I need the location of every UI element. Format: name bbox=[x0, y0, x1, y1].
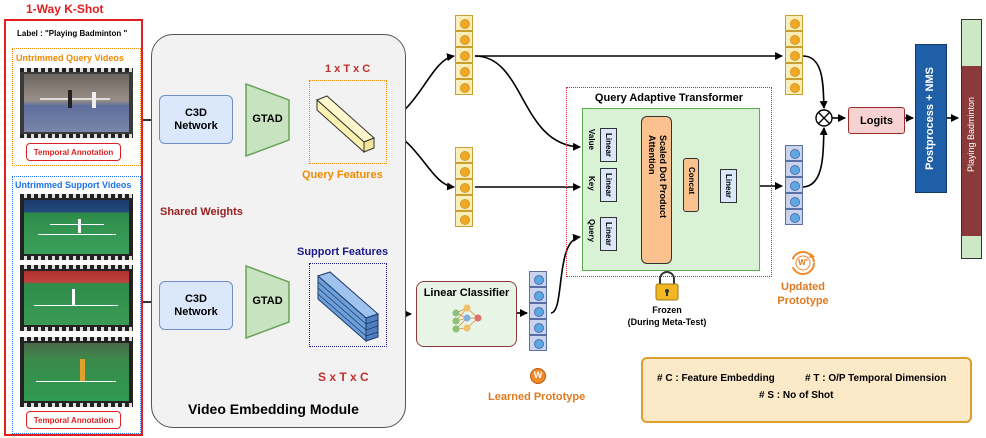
vector-cell bbox=[785, 145, 803, 161]
support-video-thumbnail-3 bbox=[20, 337, 133, 407]
gtad-support-block bbox=[245, 264, 290, 340]
vector-cell bbox=[785, 177, 803, 193]
support-videos-title: Untrimmed Support Videos bbox=[15, 180, 132, 190]
support-features-label: Support Features bbox=[297, 246, 389, 258]
support-videos-box bbox=[12, 176, 141, 434]
query-annotation-badge: Temporal Annotation bbox=[26, 143, 121, 161]
vector-cell bbox=[455, 195, 473, 211]
learned-prototype-w: W bbox=[533, 370, 543, 380]
support-set-panel bbox=[4, 19, 143, 436]
label-text: Label : "Playing Badminton " bbox=[17, 29, 128, 38]
legend-s: # S : No of Shot bbox=[759, 390, 834, 401]
vector-cell bbox=[455, 31, 473, 47]
support-dim-label: S x T x C bbox=[318, 370, 369, 384]
frozen-sublabel: (During Meta-Test) bbox=[627, 317, 707, 327]
query-videos-title: Untrimmed Query Videos bbox=[16, 53, 124, 63]
vector-cell bbox=[785, 209, 803, 225]
vector-cell bbox=[785, 47, 803, 63]
postprocess-nms-block: Postprocess + NMS bbox=[915, 44, 947, 193]
vector-cell bbox=[455, 179, 473, 195]
gtad-support-label: GTAD bbox=[252, 295, 283, 307]
c3d-network-query: C3D Network bbox=[159, 95, 233, 144]
vector-cell bbox=[529, 319, 547, 335]
vector-cell bbox=[455, 63, 473, 79]
query-dim-label: 1 x T x C bbox=[325, 63, 371, 75]
linear-query-block: Linear bbox=[600, 217, 617, 251]
learned-prototype-label: Learned Prototype bbox=[488, 391, 586, 403]
vector-cell bbox=[785, 31, 803, 47]
concat-block: Concat bbox=[683, 158, 699, 212]
updated-prototype-label-2: Prototype bbox=[777, 295, 829, 307]
vector-cell bbox=[529, 271, 547, 287]
query-features-box bbox=[309, 80, 387, 164]
k-shot-title: 1-Way K-Shot bbox=[26, 2, 104, 16]
vector-cell bbox=[785, 161, 803, 177]
vector-cell bbox=[455, 147, 473, 163]
query-adaptive-transformer-outline bbox=[566, 87, 772, 277]
legend-t: # T : O/P Temporal Dimension bbox=[805, 373, 947, 384]
support-video-thumbnail-2 bbox=[20, 265, 133, 331]
vector-cell bbox=[785, 79, 803, 95]
vector-cell bbox=[455, 211, 473, 227]
logits-block: Logits bbox=[848, 107, 905, 134]
output-timeline bbox=[961, 19, 982, 259]
shared-weights-label: Shared Weights bbox=[160, 206, 243, 218]
vector-cell bbox=[785, 15, 803, 31]
c3d-network-support: C3D Network bbox=[159, 281, 233, 330]
linear-output-block: Linear bbox=[720, 169, 737, 203]
embedding-module-title: Video Embedding Module bbox=[188, 401, 359, 417]
key-label: Key bbox=[587, 176, 596, 191]
result-label: Playing Badminton bbox=[966, 97, 976, 173]
vector-cell bbox=[455, 15, 473, 31]
support-video-thumbnail-1 bbox=[20, 194, 133, 260]
query-videos-box bbox=[12, 48, 141, 166]
query-label: Query bbox=[587, 219, 596, 243]
query-features-label: Query Features bbox=[302, 169, 383, 181]
updated-prototype-label-1: Updated bbox=[781, 281, 825, 293]
linear-classifier-box bbox=[416, 281, 517, 347]
gtad-query-block bbox=[245, 82, 290, 158]
vector-cell bbox=[785, 63, 803, 79]
gtad-query-label: GTAD bbox=[252, 113, 283, 125]
updated-prototype-w: W' bbox=[798, 258, 808, 267]
vector-cell bbox=[455, 47, 473, 63]
support-annotation-badge: Temporal Annotation bbox=[26, 411, 121, 429]
linear-key-block: Linear bbox=[600, 168, 617, 202]
legend-box bbox=[641, 357, 972, 423]
scaled-dot-product-attention-block: Scaled Dot Product Attention bbox=[641, 116, 672, 264]
legend-c: # C : Feature Embedding bbox=[657, 373, 775, 384]
vector-cell bbox=[455, 163, 473, 179]
qat-title: Query Adaptive Transformer bbox=[594, 92, 744, 104]
vector-cell bbox=[529, 303, 547, 319]
linear-value-block: Linear bbox=[600, 128, 617, 162]
vector-cell bbox=[529, 335, 547, 351]
learned-prototype-badge bbox=[530, 368, 546, 384]
value-label: Value bbox=[587, 129, 596, 150]
vector-cell bbox=[785, 193, 803, 209]
vector-cell bbox=[455, 79, 473, 95]
support-features-box bbox=[309, 263, 387, 347]
vector-cell bbox=[529, 287, 547, 303]
query-video-thumbnail bbox=[20, 68, 133, 138]
predicted-segment bbox=[962, 66, 981, 236]
frozen-label: Frozen bbox=[652, 305, 682, 315]
linear-classifier-title: Linear Classifier bbox=[423, 287, 510, 299]
